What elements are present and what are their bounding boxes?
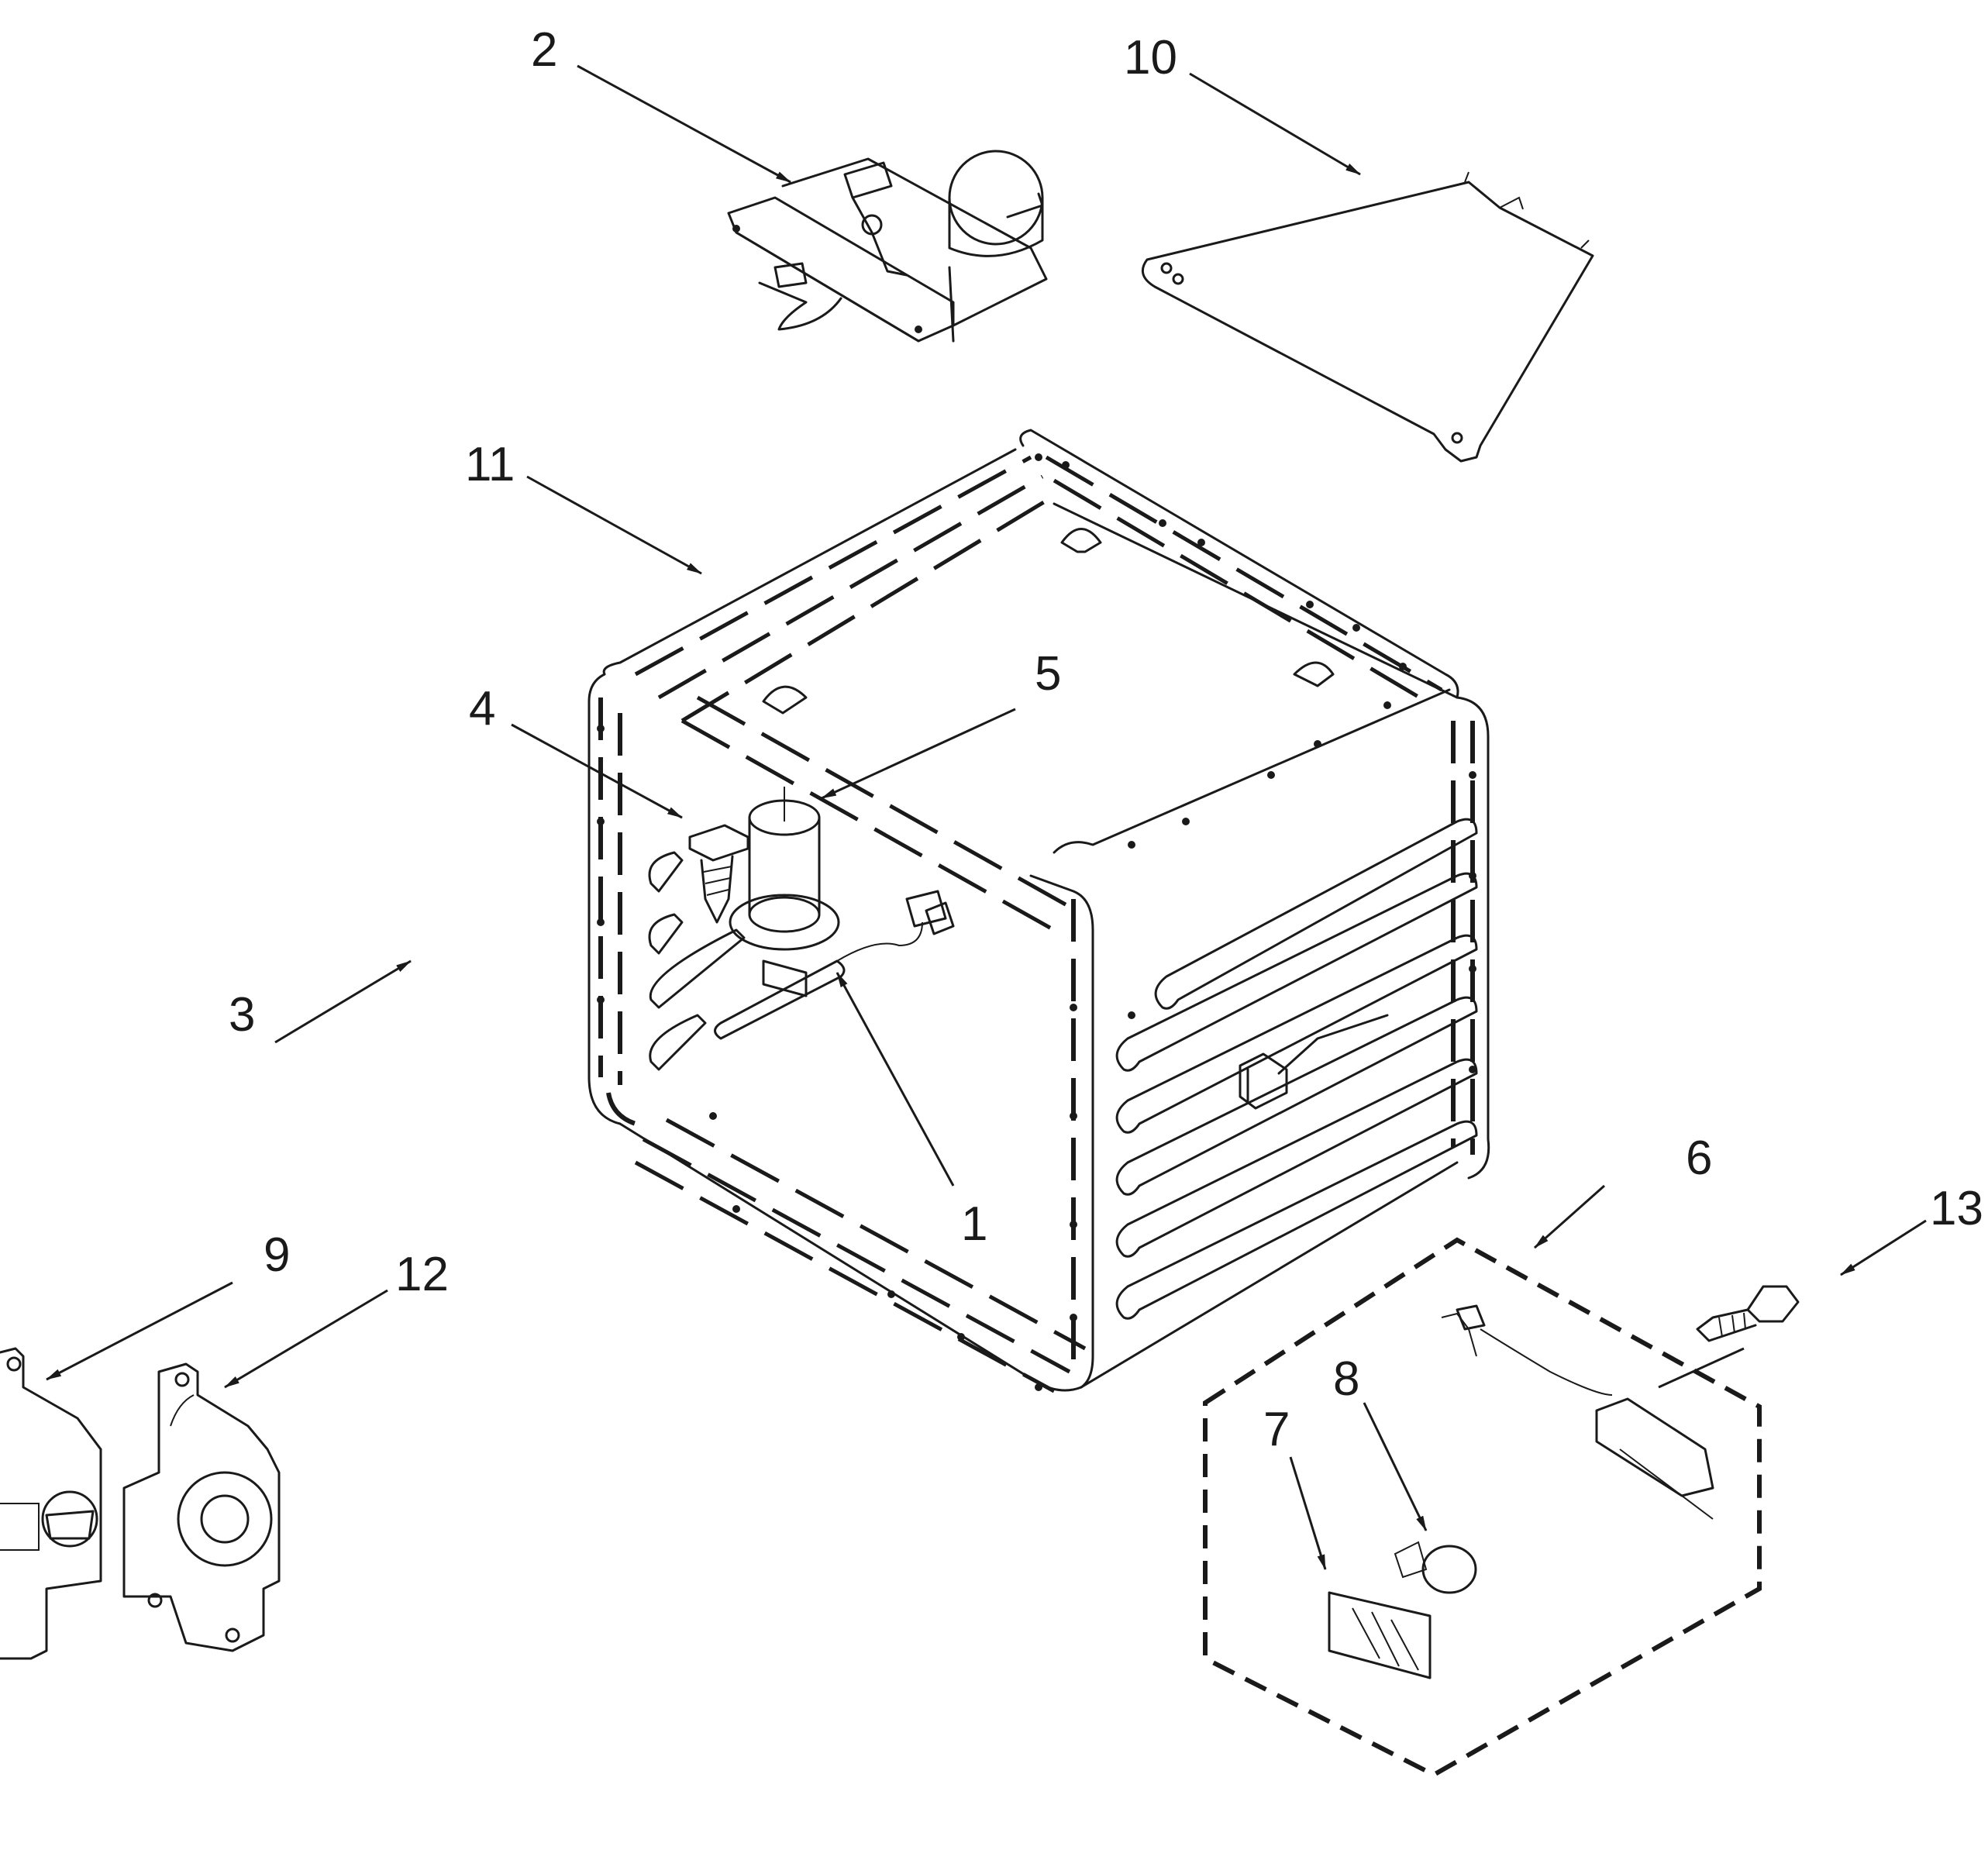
callout-11: 11 [465,438,515,491]
callout-5: 5 [1035,647,1061,701]
screw-4 [688,824,749,924]
oven-cavity [587,429,1490,1393]
callout-3: 3 [229,988,255,1042]
screw-13 [1696,1285,1800,1342]
callout-12: 12 [395,1248,449,1301]
rivet-dots [597,453,1476,1391]
callout-9: 9 [264,1228,290,1282]
light-bulb [1394,1541,1477,1594]
callout-6: 6 [1686,1132,1712,1185]
callout-4: 4 [469,682,495,735]
temperature-sensor [714,890,955,1040]
callout-10: 10 [1124,31,1177,84]
callout-13: 13 [1930,1182,1983,1235]
light-kit-outline [1203,1237,1762,1778]
callout-2: 2 [531,23,557,77]
light-socket-harness [1441,1304,1745,1520]
callout-8: 8 [1333,1352,1359,1406]
light-housing [729,787,840,951]
cavity-top-panel [1141,171,1594,463]
rack-slots-left [648,851,746,1071]
door-latch-assembly [727,150,1048,343]
hinge-9 [0,1347,102,1660]
hinge-12 [122,1362,281,1652]
callout-7: 7 [1263,1403,1290,1456]
leader-lines [46,64,1927,1570]
light-lens [1328,1591,1432,1679]
callout-labels: 1 2 3 4 5 6 7 8 9 10 11 12 13 [229,23,1983,1456]
rack-slots-right [1115,818,1478,1320]
callout-1: 1 [961,1197,987,1251]
